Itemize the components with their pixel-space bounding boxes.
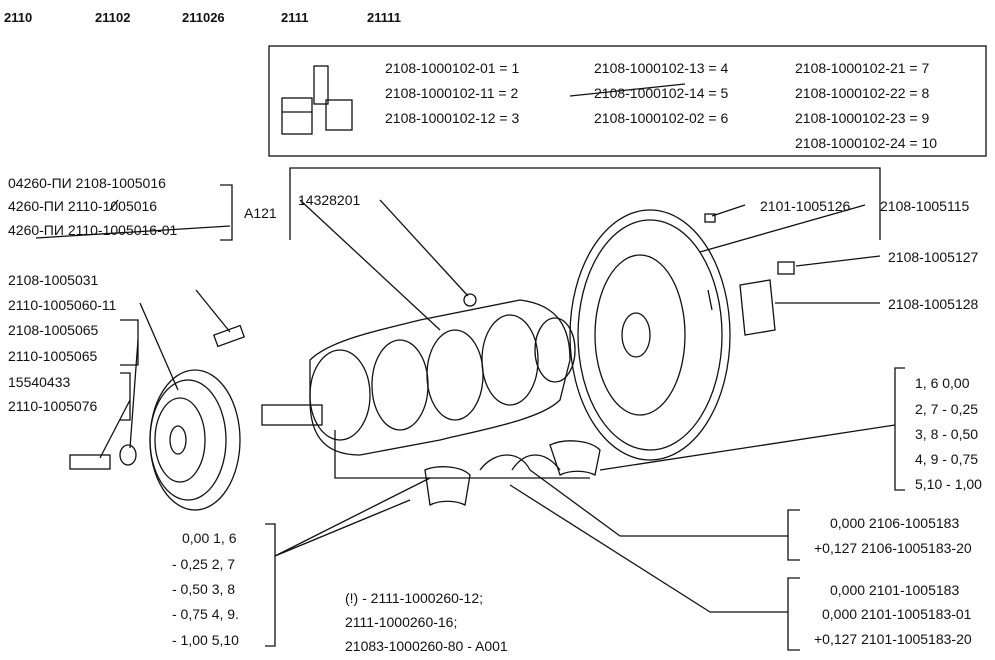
kit-entry: 2108-1000102-14 = 5 xyxy=(594,85,729,101)
thrust-half-b xyxy=(511,454,561,471)
main-bearing-size: 5,10 - 1,00 xyxy=(915,476,982,492)
flywheel-drawing xyxy=(569,209,731,461)
kit-entry: 2108-1000102-24 = 10 xyxy=(795,135,938,151)
pulley-part-label: 2108-1005031 xyxy=(8,272,99,288)
note-line: 21083-1000260-80 - A001 xyxy=(345,638,508,654)
flywheel-plate-drawing xyxy=(739,279,776,336)
plug-drawing xyxy=(463,293,477,307)
kit-entry: 2108-1000102-12 = 3 xyxy=(385,110,520,126)
pulley-drawing xyxy=(149,369,241,511)
thrust-washer-label: +0,127 2101-1005183-20 xyxy=(814,631,972,647)
flywheel-bolt-drawing xyxy=(777,261,795,275)
thrust-washer-label: +0,127 2106-1005183-20 xyxy=(814,540,972,556)
pulley-part-label: 2110-1005060-11 xyxy=(8,297,117,313)
thrust-washer-label: 0,000 2106-1005183 xyxy=(830,515,960,531)
thrust-washer-label: 0,000 2101-1005183-01 xyxy=(822,606,972,622)
note-line: (!) - 2111-1000260-12; xyxy=(345,590,484,606)
pulley-part-label: 2108-1005065 xyxy=(8,322,99,338)
key-drawing xyxy=(212,324,246,348)
rod-bearing-size: - 0,75 4, 9. xyxy=(172,606,239,622)
model-label: 21102 xyxy=(95,10,131,25)
flywheel-part-label: 2108-1005115 xyxy=(880,198,970,214)
thrust-washer-label: 0,000 2101-1005183 xyxy=(830,582,960,598)
kit-entry: 2108-1000102-22 = 8 xyxy=(795,85,930,101)
main-bearing-size: 3, 8 - 0,50 xyxy=(915,426,979,442)
rod-bearing-size: - 0,25 2, 7 xyxy=(172,556,236,572)
a121-label: A121 xyxy=(244,205,277,221)
pulley-part-label: 04260-ПИ 2108-1005016 xyxy=(8,175,166,191)
dowel-drawing xyxy=(704,213,716,223)
model-label: 211026 xyxy=(182,10,225,25)
kit-entry: 2108-1000102-13 = 4 xyxy=(594,60,729,76)
rod-bearing-drawing xyxy=(424,466,471,506)
kit-entry: 2108-1000102-23 = 9 xyxy=(795,110,930,126)
main-bearing-size: 1, 6 0,00 xyxy=(915,375,970,391)
model-label: 2110 xyxy=(4,10,33,25)
pulley-part-label: 4260-ПИ 2110-1005016-01 xyxy=(8,222,178,238)
pulley-bolt-drawing xyxy=(69,454,111,470)
pulley-part-label: 4260-ПИ 2110-1005016 xyxy=(8,198,158,214)
bolt-part-label: 2101-1005126 xyxy=(760,198,851,214)
pulley-part-label: 15540433 xyxy=(8,374,71,390)
main-bearing-size: 4, 9 - 0,75 xyxy=(915,451,979,467)
kit-entry: 2108-1000102-11 = 2 xyxy=(385,85,519,101)
note-line: 2111-1000260-16; xyxy=(345,614,458,630)
main-bearing-drawing xyxy=(549,440,601,476)
kit-entry: 2108-1000102-02 = 6 xyxy=(594,110,729,126)
rod-bearing-size: - 1,00 5,10 xyxy=(172,632,239,648)
kit-entry: 2108-1000102-01 = 1 xyxy=(385,60,520,76)
rod-bearing-size: - 0,50 3, 8 xyxy=(172,581,236,597)
flywheel-part-label: 2108-1005128 xyxy=(888,296,979,312)
model-label: 21111 xyxy=(367,10,401,25)
kit-box-frame xyxy=(268,45,987,157)
rod-bearing-size: 0,00 1, 6 xyxy=(182,530,237,546)
model-label: 2111 xyxy=(281,10,309,25)
washer-drawing xyxy=(119,444,137,466)
kit-entry: 2108-1000102-21 = 7 xyxy=(795,60,930,76)
flywheel-part-label: 2108-1005127 xyxy=(888,249,979,265)
plug-part-label: 14328201 xyxy=(298,192,361,208)
pulley-part-label: 2110-1005076 xyxy=(8,398,98,414)
thrust-half-a xyxy=(479,454,531,471)
main-bearing-size: 2, 7 - 0,25 xyxy=(915,401,979,417)
kit-package-icon xyxy=(281,65,353,135)
pulley-part-label: 2110-1005065 xyxy=(8,348,98,364)
crankshaft-body xyxy=(261,299,576,456)
